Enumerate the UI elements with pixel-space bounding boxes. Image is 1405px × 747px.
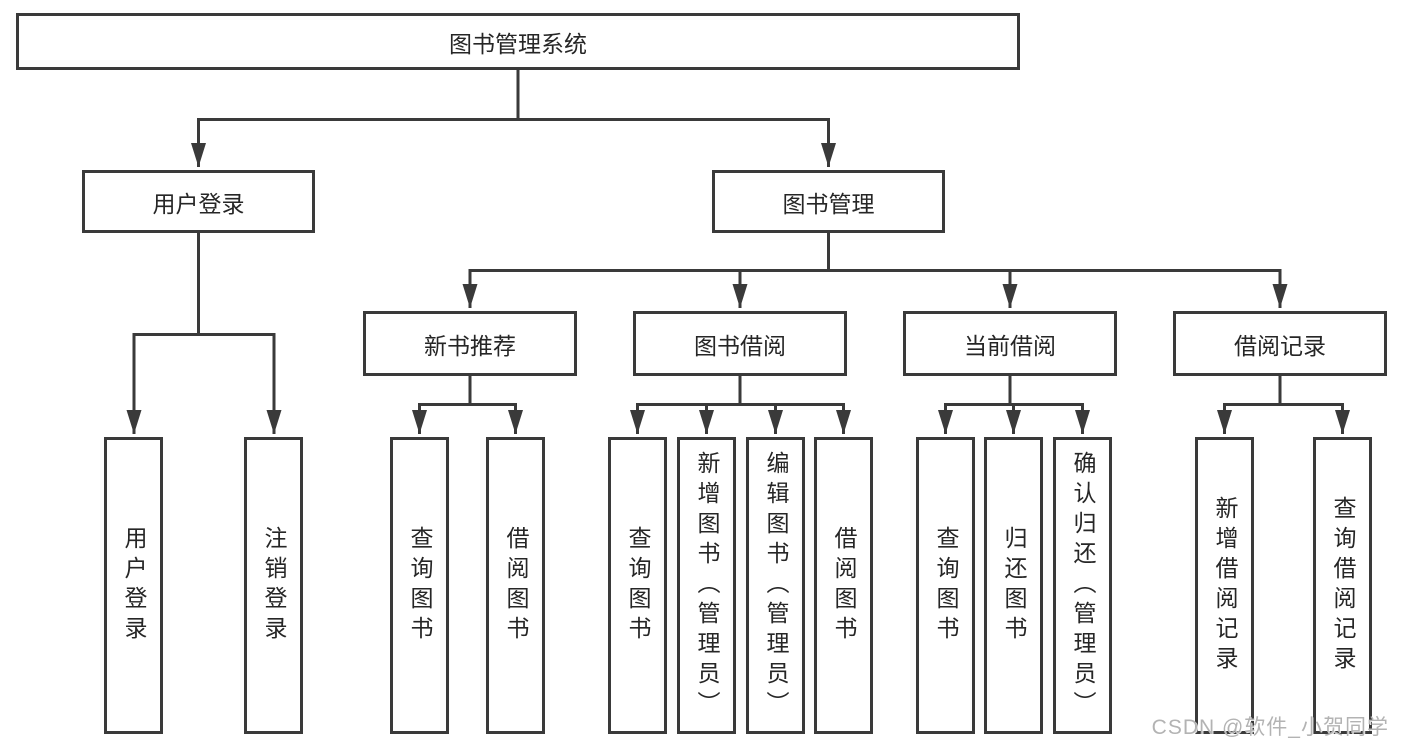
node-label: 查询图书 <box>933 525 959 646</box>
node-label: 编辑图书（管理员） <box>763 450 789 721</box>
node-user-login: 用户登录 <box>82 170 315 233</box>
leaf-borrow-books-recommend: 借阅图书 <box>486 437 545 734</box>
leaf-query-borrow-record: 查询借阅记录 <box>1313 437 1372 734</box>
leaf-user-login: 用户登录 <box>104 437 163 734</box>
node-system-root: 图书管理系统 <box>16 13 1020 70</box>
connector-recommend-to-leaves <box>412 376 523 434</box>
connector-mgmt-to-level3 <box>462 233 1288 308</box>
node-label: 用户登录 <box>152 190 245 217</box>
node-label: 借阅图书 <box>503 525 529 646</box>
node-current-borrow: 当前借阅 <box>903 311 1117 376</box>
node-label: 当前借阅 <box>964 332 1056 359</box>
leaf-logout: 注销登录 <box>244 437 303 734</box>
connector-records-to-leaves <box>1217 376 1350 434</box>
leaf-query-books-borrow: 查询图书 <box>608 437 667 734</box>
node-borrow-records: 借阅记录 <box>1173 311 1387 376</box>
node-label: 查询图书 <box>407 525 433 646</box>
connector-login-to-leaves <box>126 233 282 434</box>
leaf-add-borrow-record: 新增借阅记录 <box>1195 437 1254 734</box>
node-label: 借阅记录 <box>1234 332 1326 359</box>
node-label: 新增图书（管理员） <box>694 450 720 721</box>
csdn-watermark: CSDN @软件_小贺同学 <box>1151 716 1389 739</box>
leaf-add-book-admin: 新增图书（管理员） <box>677 437 736 734</box>
node-book-management: 图书管理 <box>712 170 945 233</box>
leaf-borrow-books: 借阅图书 <box>814 437 873 734</box>
leaf-return-book: 归还图书 <box>984 437 1043 734</box>
leaf-edit-book-admin: 编辑图书（管理员） <box>746 437 805 734</box>
node-label: 图书管理 <box>782 190 875 217</box>
leaf-query-books-current: 查询图书 <box>916 437 975 734</box>
connector-current-to-leaves <box>938 376 1090 434</box>
connector-root-to-level2 <box>191 70 836 167</box>
node-label: 确认归还（管理员） <box>1070 450 1096 721</box>
connector-borrow-to-leaves <box>630 376 851 434</box>
leaf-query-books-recommend: 查询图书 <box>390 437 449 734</box>
node-label: 新书推荐 <box>424 332 516 359</box>
node-label: 归还图书 <box>1001 525 1027 646</box>
node-new-book-recommend: 新书推荐 <box>363 311 577 376</box>
node-label: 用户登录 <box>121 525 147 646</box>
node-label: 图书借阅 <box>694 332 786 359</box>
node-label: 图书管理系统 <box>449 30 587 57</box>
node-label: 新增借阅记录 <box>1212 495 1238 676</box>
node-label: 查询借阅记录 <box>1330 495 1356 676</box>
node-label: 注销登录 <box>261 525 287 646</box>
node-label: 借阅图书 <box>831 525 857 646</box>
node-book-borrow: 图书借阅 <box>633 311 847 376</box>
node-label: 查询图书 <box>625 525 651 646</box>
leaf-confirm-return-admin: 确认归还（管理员） <box>1053 437 1112 734</box>
